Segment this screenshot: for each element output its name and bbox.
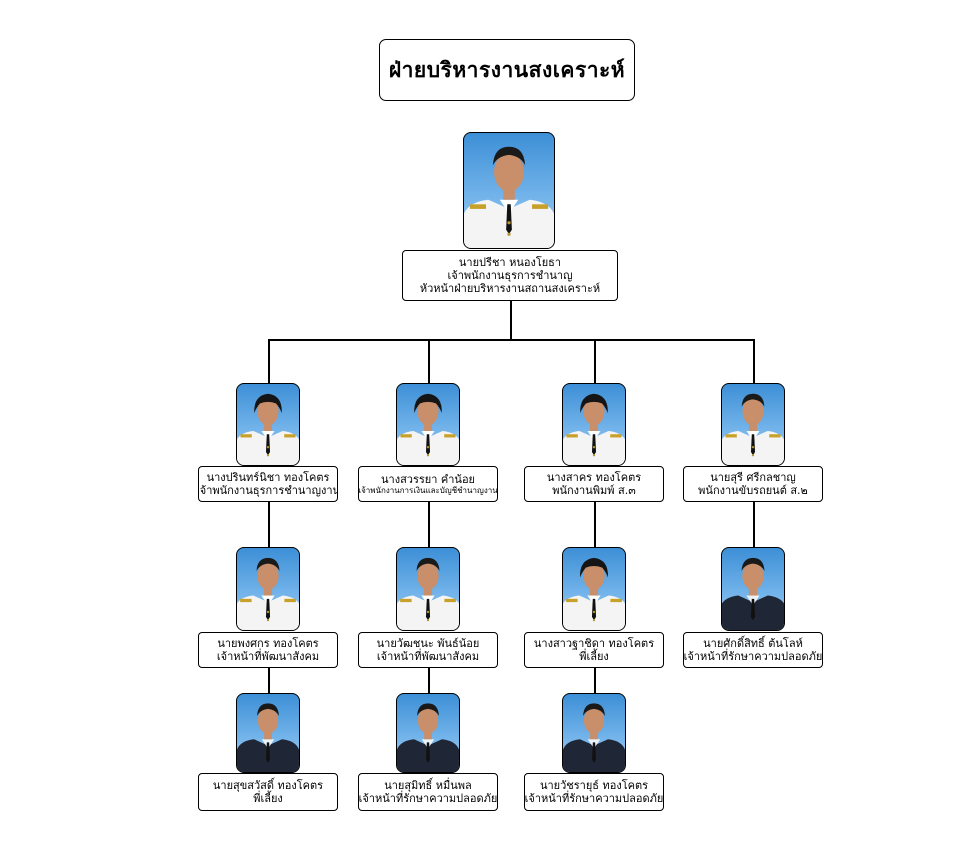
person-name: นายพงศกร ทองโคตร bbox=[217, 636, 319, 650]
person-position: พี่เลี้ยง bbox=[253, 792, 283, 805]
connector-vertical bbox=[428, 502, 430, 547]
person-position: พนักงานขับรถยนต์ ส.๒ bbox=[698, 484, 808, 497]
connector-column-3 bbox=[594, 339, 596, 383]
person-name: นายสุรี ศรีกลชาญ bbox=[710, 470, 796, 484]
person-position: หัวหน้าฝ่ายบริหารงานสถานสงเคราะห์ bbox=[419, 282, 601, 296]
person-position: เจ้าหน้าที่รักษาความปลอดภัย bbox=[524, 792, 664, 805]
member-label: นางสวรรยา คำน้อยเจ้าพนักงานการเงินและบัญ… bbox=[358, 466, 498, 502]
person-name: นางสาวฐาชิดา ทองโคตร bbox=[533, 636, 655, 650]
connector-vertical bbox=[268, 502, 270, 547]
connector-vertical bbox=[594, 668, 596, 693]
person-name: นางปรินทร์นิชา ทองโคตร bbox=[206, 470, 330, 484]
connector-vertical bbox=[268, 668, 270, 693]
chart-title: ฝ่ายบริหารงานสงเคราะห์ bbox=[379, 39, 635, 101]
person-position: เจ้าพนักงานธุรการชำนาญงาน bbox=[198, 484, 338, 497]
member-label: นายสุรี ศรีกลชาญพนักงานขับรถยนต์ ส.๒ bbox=[683, 466, 823, 502]
head-label: นายปรีชา หนองโยธาเจ้าพนักงานธุรการชำนาญห… bbox=[402, 250, 618, 301]
connector-column-4 bbox=[753, 339, 755, 383]
person-name: นายศักดิ์สิทธิ์ ต้นโลห์ bbox=[703, 636, 803, 650]
member-photo bbox=[562, 693, 626, 773]
connector-head-down bbox=[510, 301, 512, 340]
connector-vertical bbox=[594, 502, 596, 547]
person-position: เจ้าหน้าที่พัฒนาสังคม bbox=[216, 650, 320, 663]
member-photo bbox=[721, 547, 785, 631]
connector-column-2 bbox=[428, 339, 430, 383]
member-label: นายสุมิทธิ์ หมื่นพลเจ้าหน้าที่รักษาความป… bbox=[358, 773, 498, 811]
member-photo bbox=[236, 693, 300, 773]
member-label: นายสุขสวัสดิ์ ทองโคตรพี่เลี้ยง bbox=[198, 773, 338, 811]
member-photo bbox=[236, 383, 300, 466]
head-photo bbox=[463, 132, 555, 249]
person-name: นายปรีชา หนองโยธา bbox=[458, 255, 562, 269]
person-position: เจ้าพนักงานธุรการชำนาญ bbox=[447, 268, 573, 282]
person-name: นางสาคร ทองโคตร bbox=[546, 470, 642, 484]
member-photo bbox=[562, 547, 626, 631]
person-position: พนักงานพิมพ์ ส.๓ bbox=[552, 484, 636, 497]
member-label: นายวัชรายุธ์ ทองโคตรเจ้าหน้าที่รักษาความ… bbox=[524, 773, 664, 811]
person-position: เจ้าพนักงานการเงินและบัญชีชำนาญงาน bbox=[358, 485, 498, 495]
person-position: เจ้าหน้าที่พัฒนาสังคม bbox=[376, 650, 480, 663]
member-label: นายวัฒชนะ พันธ์น้อยเจ้าหน้าที่พัฒนาสังคม bbox=[358, 632, 498, 668]
member-label: นางปรินทร์นิชา ทองโคตรเจ้าพนักงานธุรการช… bbox=[198, 466, 338, 502]
person-name: นายวัชรายุธ์ ทองโคตร bbox=[539, 778, 649, 792]
person-position: เจ้าหน้าที่รักษาความปลอดภัย bbox=[358, 792, 498, 805]
member-label: นายพงศกร ทองโคตรเจ้าหน้าที่พัฒนาสังคม bbox=[198, 632, 338, 668]
person-name: นายสุมิทธิ์ หมื่นพล bbox=[384, 778, 472, 792]
member-photo bbox=[396, 547, 460, 631]
person-position: เจ้าหน้าที่รักษาความปลอดภัย bbox=[683, 650, 823, 663]
member-photo bbox=[396, 383, 460, 466]
member-photo bbox=[396, 693, 460, 773]
connector-column-1 bbox=[268, 339, 270, 383]
member-photo bbox=[562, 383, 626, 466]
person-name: นายวัฒชนะ พันธ์น้อย bbox=[376, 636, 480, 650]
person-name: นางสวรรยา คำน้อย bbox=[381, 472, 475, 486]
member-label: นางสาวฐาชิดา ทองโคตรพี่เลี้ยง bbox=[524, 632, 664, 668]
person-name: นายสุขสวัสดิ์ ทองโคตร bbox=[212, 778, 324, 792]
member-photo bbox=[236, 547, 300, 631]
connector-horizontal bbox=[268, 339, 755, 341]
member-label: นายศักดิ์สิทธิ์ ต้นโลห์เจ้าหน้าที่รักษาค… bbox=[683, 632, 823, 668]
member-label: นางสาคร ทองโคตรพนักงานพิมพ์ ส.๓ bbox=[524, 466, 664, 502]
member-photo bbox=[721, 383, 785, 466]
connector-vertical bbox=[753, 502, 755, 547]
person-position: พี่เลี้ยง bbox=[579, 650, 609, 663]
connector-vertical bbox=[428, 668, 430, 693]
